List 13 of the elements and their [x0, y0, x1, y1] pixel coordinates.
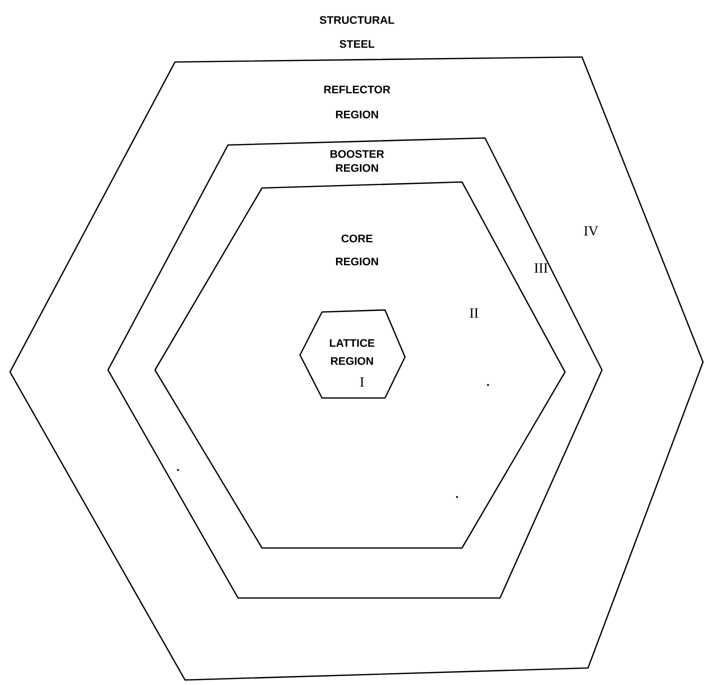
- hexagon-region: [107, 137, 603, 599]
- region-label: BOOSTER REGION: [330, 150, 384, 172]
- roman-numeral: I: [360, 377, 364, 387]
- roman-numeral: III: [534, 263, 548, 273]
- hexagon-region: [9, 16, 704, 681]
- region-label: STRUCTURAL STEEL: [320, 16, 394, 48]
- region-label: CORE REGION: [336, 234, 378, 266]
- region-label: REFLECTOR REGION: [324, 86, 390, 118]
- roman-numeral: II: [470, 308, 478, 318]
- hexagon-region: [299, 309, 406, 399]
- region-label: LATTICE REGION: [330, 339, 374, 365]
- hexagon-region: [154, 181, 566, 549]
- roman-numeral: IV: [584, 226, 598, 236]
